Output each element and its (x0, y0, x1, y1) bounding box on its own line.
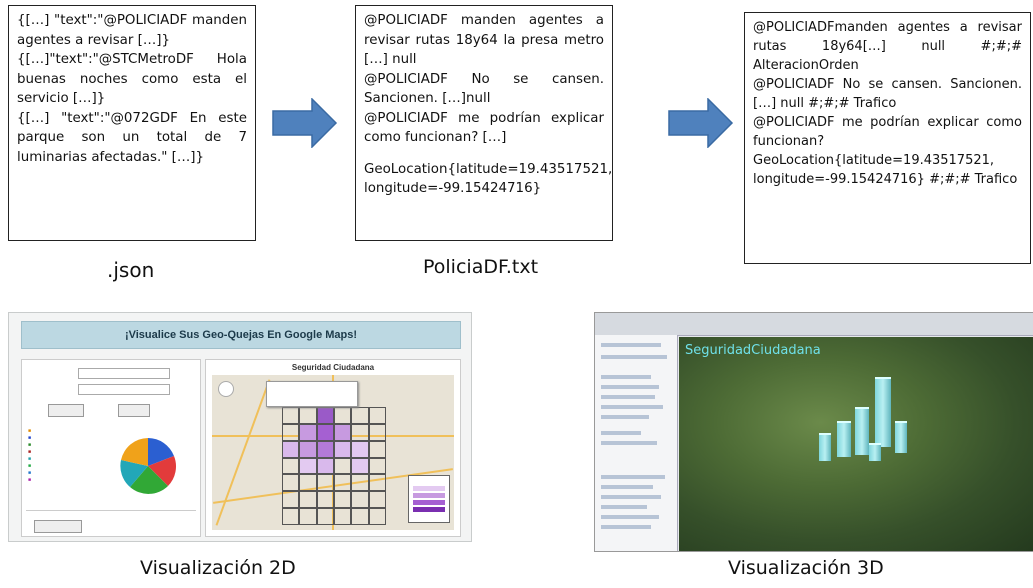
json-sample-box: {[…] "text":"@POLICIADF manden agentes a… (8, 5, 256, 241)
google-map[interactable] (212, 375, 454, 530)
txt-sample-box: @POLICIADF manden agentes a revisar ruta… (355, 5, 613, 241)
txt-line-4: GeoLocation{latitude=19.43517521, longit… (364, 161, 613, 197)
text-field[interactable] (78, 368, 170, 379)
json-line-3: {[…] "text":"@072GDF En este parque son … (17, 110, 247, 165)
caption-json: .json (107, 258, 155, 282)
out-line-2: @POLICIADF No se cansen. Sancionen. […] … (753, 77, 1022, 111)
out-line-3: @POLICIADF me podrían explicar como func… (753, 115, 1022, 187)
globe-view[interactable]: SeguridadCiudadana (679, 337, 1033, 551)
divider (26, 510, 196, 511)
right-arrow-icon (272, 98, 338, 148)
bar-3d (869, 443, 881, 461)
bar-3d (895, 421, 907, 453)
overlay-title: SeguridadCiudadana (685, 343, 821, 358)
button[interactable] (34, 520, 82, 533)
category-legend: ■■■ ■■■ ■■ (28, 428, 32, 483)
out-line-1: @POLICIADFmanden agentes a revisar rutas… (753, 20, 1022, 73)
caption-txt: PoliciaDF.txt (423, 256, 539, 278)
visualization-2d-screenshot: ¡Visualice Sus Geo-Quejas En Google Maps… (8, 312, 472, 542)
text-field[interactable] (78, 384, 170, 395)
right-arrow-icon (668, 98, 734, 148)
bar-3d (875, 377, 891, 447)
app-toolbar (595, 313, 1033, 336)
json-line-2: {[…]"text":"@STCMetroDF Hola buenas noch… (17, 52, 247, 106)
map-title: Seguridad Ciudadana (291, 363, 375, 372)
app-banner: ¡Visualice Sus Geo-Quejas En Google Maps… (21, 321, 461, 349)
info-popup (266, 381, 358, 407)
bar-3d (855, 407, 869, 455)
map-pan-control[interactable] (218, 381, 234, 397)
spacer (364, 148, 604, 160)
bar-3d (819, 433, 831, 461)
txt-line-3: @POLICIADF me podrían explicar como func… (364, 110, 604, 146)
txt-line-1: @POLICIADF manden agentes a revisar ruta… (364, 13, 604, 67)
visualization-3d-screenshot: SeguridadCiudadana (594, 312, 1033, 552)
places-sidebar (595, 335, 678, 551)
heatmap-grid (282, 407, 386, 525)
bar-3d (837, 421, 851, 457)
caption-visualization-2d: Visualización 2D (140, 557, 296, 579)
map-legend (408, 475, 450, 523)
json-line-1: {[…] "text":"@POLICIADF manden agentes a… (17, 13, 247, 48)
classified-output-box: @POLICIADFmanden agentes a revisar rutas… (744, 12, 1031, 264)
control-panel: ■■■ ■■■ ■■ (21, 359, 201, 537)
button[interactable] (48, 404, 84, 417)
pie-chart-icon (120, 438, 177, 494)
caption-visualization-3d: Visualización 3D (728, 557, 884, 579)
map-road (215, 379, 271, 526)
button[interactable] (118, 404, 150, 417)
map-panel: Seguridad Ciudadana (205, 359, 461, 537)
txt-line-2: @POLICIADF No se cansen. Sancionen. […]n… (364, 71, 604, 107)
